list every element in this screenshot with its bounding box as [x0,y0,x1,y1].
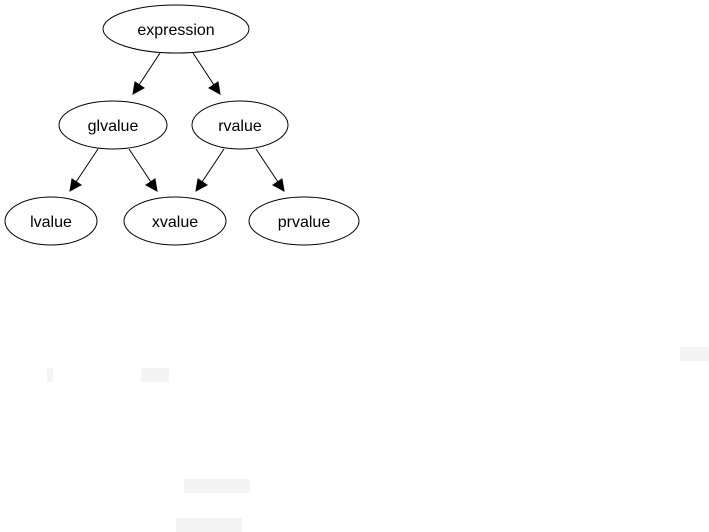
edge-rvalue-xvalue [195,148,225,192]
node-label-lvalue: lvalue [30,214,72,231]
node-label-prvalue: prvalue [278,214,331,231]
node-label-rvalue: rvalue [218,118,262,135]
node-lvalue: lvalue [4,196,98,246]
edge-glvalue-lvalue [69,148,99,192]
edges-layer [69,52,285,192]
node-rvalue: rvalue [191,100,289,150]
node-expression: expression [102,4,250,54]
node-label-expression: expression [137,22,214,39]
node-xvalue: xvalue [123,196,227,246]
edge-rvalue-prvalue [255,148,285,192]
node-label-glvalue: glvalue [88,118,139,135]
edge-expression-rvalue [192,52,221,95]
node-glvalue: glvalue [58,100,168,150]
edge-glvalue-xvalue [128,148,158,192]
faint-artifact-1 [47,368,53,382]
faint-artifact-4 [184,479,250,493]
nodes-layer: expression glvalue rvalue lvalue xvalue … [4,4,360,246]
faint-artifact-5 [176,518,242,532]
edge-expression-glvalue [132,52,161,95]
node-prvalue: prvalue [248,196,360,246]
faint-artifact-2 [141,368,169,382]
node-label-xvalue: xvalue [152,214,198,231]
faint-artifact-3 [680,347,709,361]
